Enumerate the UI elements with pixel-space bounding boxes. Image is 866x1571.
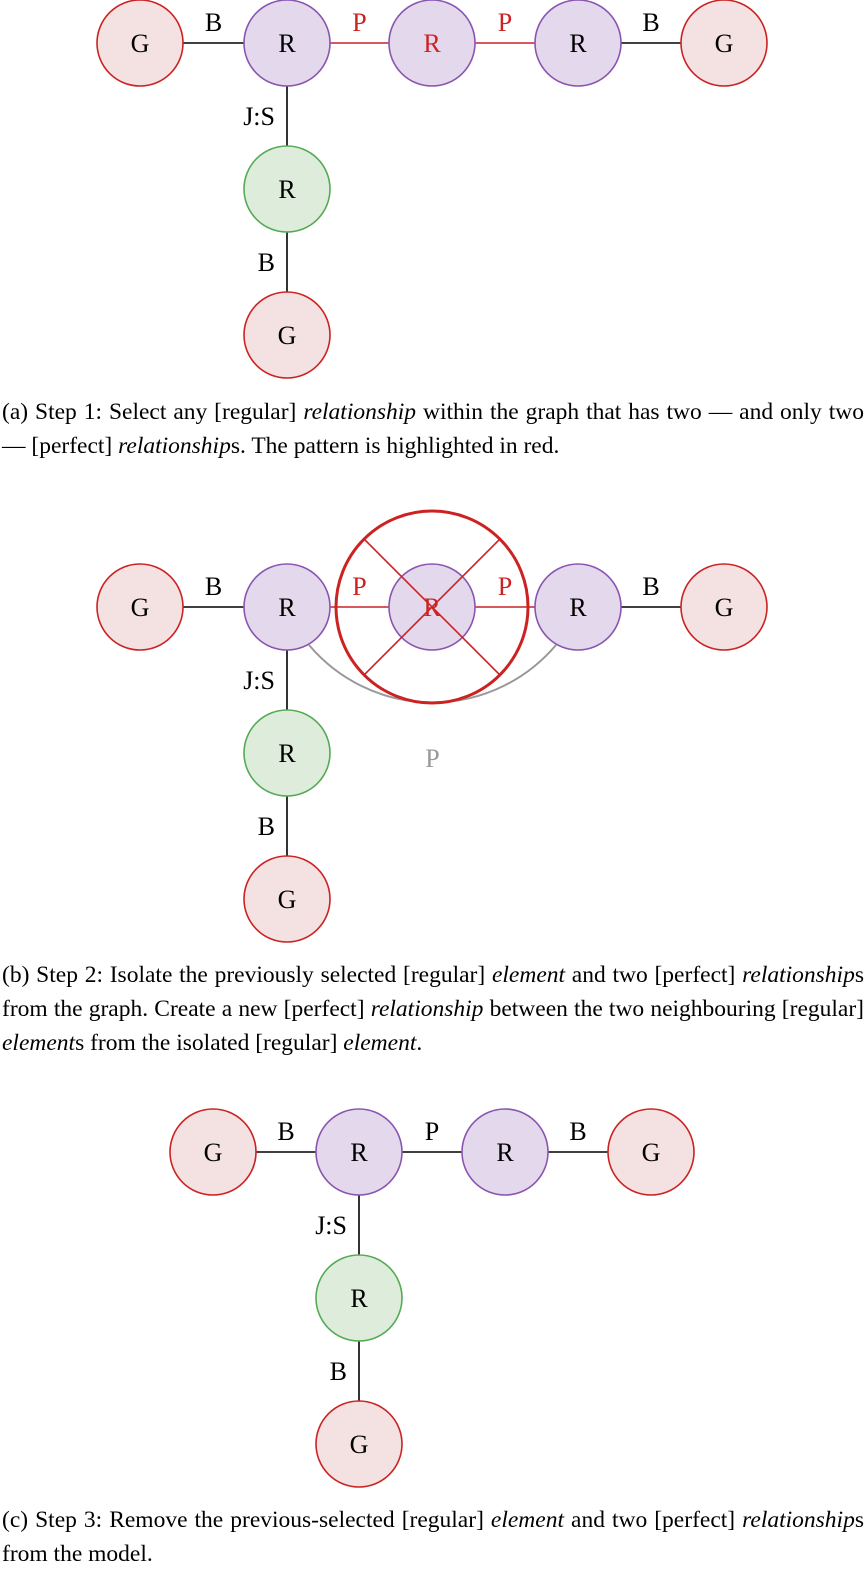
node-b-g3 (243, 855, 331, 943)
new-edge-label: P (425, 744, 439, 773)
node-c-g1 (169, 1108, 257, 1196)
node-c-r1 (315, 1108, 403, 1196)
node-a-s (243, 145, 331, 233)
caption-a: (a) Step 1: Select any [regular] relatio… (2, 399, 864, 459)
node-label: R (496, 1138, 514, 1167)
new-perfect-edge (308, 644, 557, 704)
edge-label: P (425, 1117, 439, 1146)
edge-label: J:S (243, 102, 275, 131)
edge-label: J:S (243, 666, 275, 695)
edge-label: B (258, 248, 275, 277)
node-label: G (278, 885, 297, 914)
node-b-s (243, 709, 331, 797)
caption-b: (b) Step 2: Isolate the previously selec… (2, 962, 864, 1056)
node-label: R (350, 1138, 368, 1167)
edge-label: B (642, 8, 659, 37)
node-c-r3 (461, 1108, 549, 1196)
node-label: G (715, 29, 734, 58)
edge-label: P (352, 8, 366, 37)
edge-label: B (330, 1357, 347, 1386)
isolation-cross-line (363, 538, 501, 676)
node-label: G (131, 29, 150, 58)
node-label: R (278, 175, 296, 204)
edge-label: P (352, 572, 366, 601)
node-c-g2 (607, 1108, 695, 1196)
node-a-r1 (243, 0, 331, 87)
node-label: R (278, 593, 296, 622)
node-a-r3 (534, 0, 622, 87)
node-b-g2 (680, 563, 768, 651)
node-a-r2 (388, 0, 476, 87)
node-b-r1 (243, 563, 331, 651)
labels-layer: B P P B J:S B G R R R G R G B P P B J:S B P G R R R G R G B P B J:S B G R… (131, 8, 734, 1459)
edge-label: P (498, 572, 512, 601)
node-b-r3 (534, 563, 622, 651)
node-a-g1 (96, 0, 184, 87)
node-c-s (315, 1254, 403, 1342)
caption-c: (c) Step 3: Remove the previous-selected… (2, 1507, 864, 1567)
node-label: G (715, 593, 734, 622)
node-b-g1 (96, 563, 184, 651)
node-label: R (569, 29, 587, 58)
node-label: G (204, 1138, 223, 1167)
node-label: G (642, 1138, 661, 1167)
overlay-layer (334, 509, 530, 705)
node-label: G (131, 593, 150, 622)
node-label: R (278, 29, 296, 58)
node-label: G (278, 321, 297, 350)
node-a-g3 (243, 291, 331, 379)
node-label: R (423, 29, 441, 58)
node-a-g2 (680, 0, 768, 87)
node-label: R (423, 593, 441, 622)
edge-label: B (569, 1117, 586, 1146)
node-label: R (569, 593, 587, 622)
node-label: G (350, 1430, 369, 1459)
edge-label: B (205, 572, 222, 601)
isolation-circle (334, 509, 530, 705)
edge-label: B (258, 812, 275, 841)
edge-label: B (277, 1117, 294, 1146)
edge-label: P (498, 8, 512, 37)
node-label: R (278, 739, 296, 768)
node-c-g3 (315, 1400, 403, 1488)
node-label: R (350, 1284, 368, 1313)
edge-label: B (205, 8, 222, 37)
edge-label: J:S (315, 1211, 347, 1240)
edge-label: B (642, 572, 659, 601)
